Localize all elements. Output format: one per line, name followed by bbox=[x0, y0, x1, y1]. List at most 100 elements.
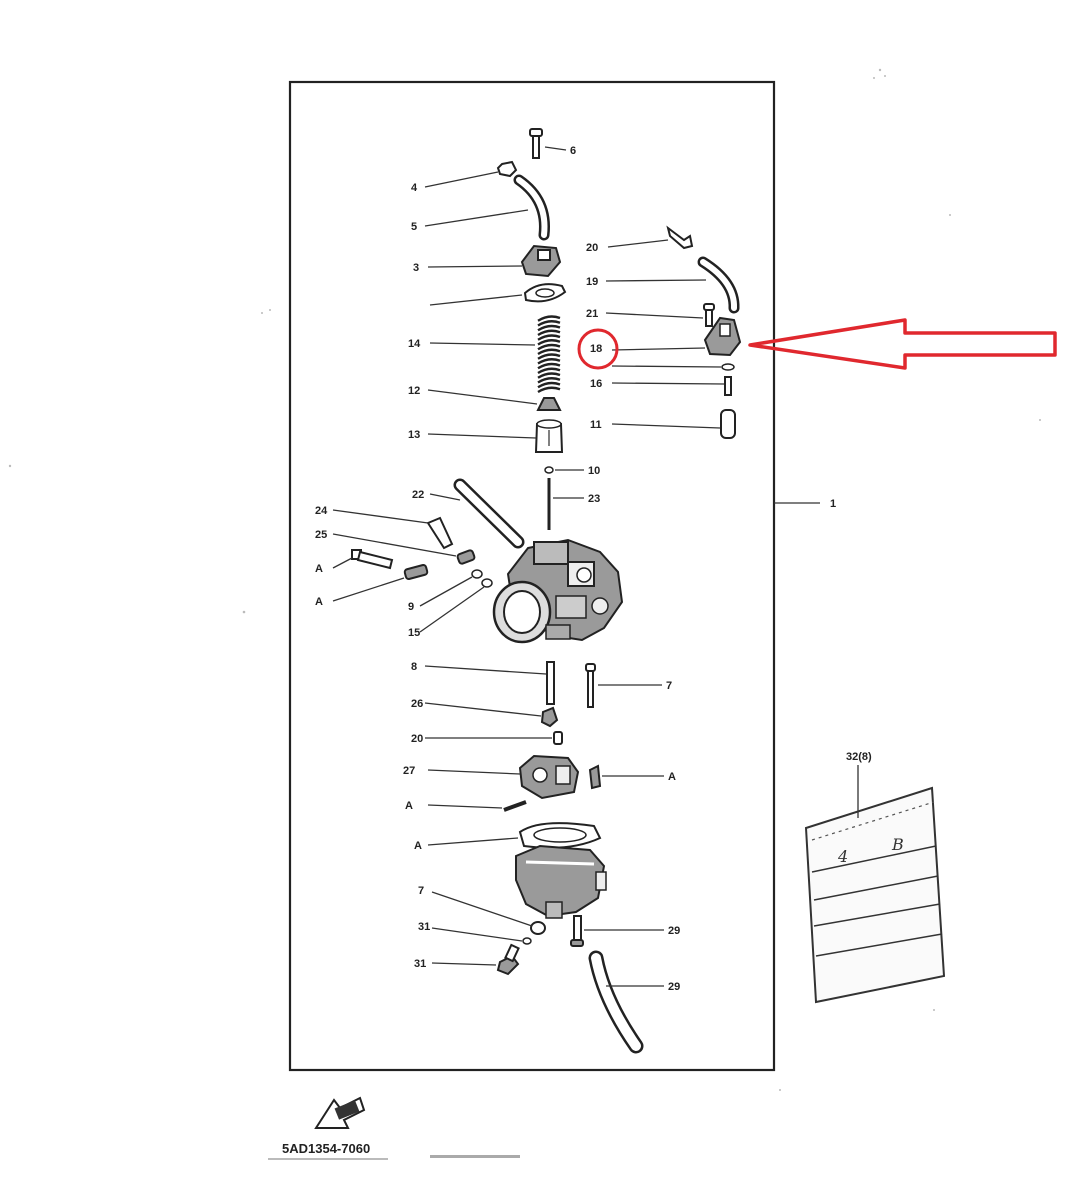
spring-coil bbox=[537, 367, 561, 375]
spring-coil bbox=[537, 343, 561, 351]
spring-part-23 bbox=[456, 549, 476, 565]
stud-part-9 bbox=[546, 661, 555, 705]
spring-coil bbox=[537, 348, 561, 356]
drain-hose-part-29 bbox=[588, 950, 644, 1054]
nut-part-4 bbox=[496, 160, 518, 178]
gasket-part bbox=[523, 283, 567, 303]
callout-A-2: 15 bbox=[408, 627, 420, 639]
callout-25: A bbox=[315, 596, 323, 608]
float-bowl bbox=[515, 844, 607, 919]
screw-part-22 bbox=[426, 516, 454, 550]
callout-7-bottom: 29 bbox=[668, 925, 680, 937]
repair-kit-bag: 4 B bbox=[804, 786, 946, 1004]
spring-coil bbox=[537, 362, 561, 370]
spring-coil bbox=[537, 358, 561, 365]
jet-part-20-bottom bbox=[588, 764, 602, 790]
callout-27: A bbox=[405, 800, 413, 812]
pin-part-27 bbox=[503, 800, 527, 812]
cap-part-3 bbox=[520, 244, 562, 278]
callout-A-3: A bbox=[414, 840, 422, 852]
callout-5: 5 bbox=[411, 221, 417, 233]
plunger-part-16 bbox=[720, 409, 736, 439]
screw-part-21 bbox=[703, 303, 715, 327]
callout-18: 18 bbox=[590, 343, 602, 355]
spring-coil bbox=[537, 334, 561, 341]
callout-13: 13 bbox=[408, 429, 420, 441]
callout-4: 4 bbox=[411, 182, 418, 194]
oring-a5 bbox=[522, 937, 532, 945]
tube-part-19 bbox=[697, 256, 740, 314]
callout-11: 10 bbox=[588, 465, 600, 477]
callout-8: 26 bbox=[411, 698, 423, 710]
part-number: 5AD1354-7060 bbox=[282, 1141, 370, 1156]
callout-19: 19 bbox=[586, 276, 598, 288]
callout-17: 16 bbox=[590, 378, 602, 390]
mixing-block-part-26 bbox=[518, 754, 580, 800]
callout-29: 29 bbox=[668, 981, 680, 993]
spring-coil bbox=[537, 329, 561, 337]
throttle-valve-part-13 bbox=[534, 419, 564, 453]
screw-part-15 bbox=[585, 663, 596, 708]
carburetor-body bbox=[492, 538, 624, 644]
nut-part-8 bbox=[540, 706, 559, 728]
oring-a2 bbox=[481, 578, 493, 588]
highlight-circle bbox=[577, 328, 619, 370]
callout-12: 12 bbox=[408, 385, 420, 397]
screw-part-7-bottom bbox=[570, 915, 584, 947]
highlight-arrow-icon bbox=[748, 318, 1057, 370]
spring-coil bbox=[537, 353, 561, 360]
callout-24: A bbox=[315, 563, 323, 575]
float-bowl-gasket bbox=[518, 822, 602, 849]
diagram-frame bbox=[288, 80, 776, 1072]
screw-part-6 bbox=[529, 128, 543, 159]
callout-16: 11 bbox=[590, 419, 602, 431]
spring-part-25 bbox=[403, 563, 429, 581]
bag-label: 32(8) bbox=[846, 751, 872, 763]
spring-coil bbox=[537, 381, 561, 389]
tube-part-5 bbox=[513, 174, 550, 241]
callout-10: 23 bbox=[588, 493, 600, 505]
callout-A-5: 31 bbox=[418, 921, 430, 933]
callout-6: 6 bbox=[570, 145, 576, 157]
callout-20-bottom: A bbox=[668, 771, 676, 783]
callout-30: 22 bbox=[412, 489, 424, 501]
spring-part-14 bbox=[537, 315, 561, 394]
oring-a1 bbox=[471, 569, 483, 579]
fitting-part-20-top bbox=[666, 225, 694, 250]
callout-22: 24 bbox=[315, 505, 328, 517]
callout-A-4: 7 bbox=[418, 885, 424, 897]
hose-part-30 bbox=[453, 478, 525, 549]
oring-part-17 bbox=[721, 363, 735, 371]
callout-7-top: 20 bbox=[411, 733, 423, 745]
bag-handwriting-2: B bbox=[891, 835, 904, 854]
callout-31: 31 bbox=[414, 958, 426, 970]
callout-21: 21 bbox=[586, 308, 598, 320]
callout-15: 7 bbox=[666, 680, 672, 692]
callout-23: 25 bbox=[315, 529, 327, 541]
callout-20-top: 20 bbox=[586, 242, 598, 254]
seat-part-12 bbox=[536, 397, 562, 411]
assembly-label: 1 bbox=[830, 498, 836, 510]
callout-9: 8 bbox=[411, 661, 417, 673]
choke-lever-part-18 bbox=[703, 316, 742, 357]
callout-26: 27 bbox=[403, 765, 415, 777]
spring-coil bbox=[537, 339, 561, 346]
pin-part-17 bbox=[724, 376, 732, 396]
spring-coil bbox=[537, 315, 561, 322]
clip-part-11 bbox=[544, 466, 554, 474]
spring-coil bbox=[537, 320, 561, 327]
scan-noise bbox=[8, 68, 1041, 1160]
jet-part-7 bbox=[553, 731, 563, 745]
spring-coil bbox=[537, 377, 561, 384]
spring-coil bbox=[537, 386, 561, 394]
front-arrow-logo-icon bbox=[314, 1096, 366, 1129]
callout-A-1: 9 bbox=[408, 601, 414, 613]
drain-screw-part-31 bbox=[496, 943, 520, 976]
callout-14: 14 bbox=[408, 338, 421, 350]
spring-coil bbox=[537, 372, 561, 379]
oring-a4 bbox=[530, 921, 546, 935]
spring-coil bbox=[537, 324, 561, 332]
screw-part-24 bbox=[351, 549, 394, 570]
callout-3: 3 bbox=[413, 262, 419, 274]
